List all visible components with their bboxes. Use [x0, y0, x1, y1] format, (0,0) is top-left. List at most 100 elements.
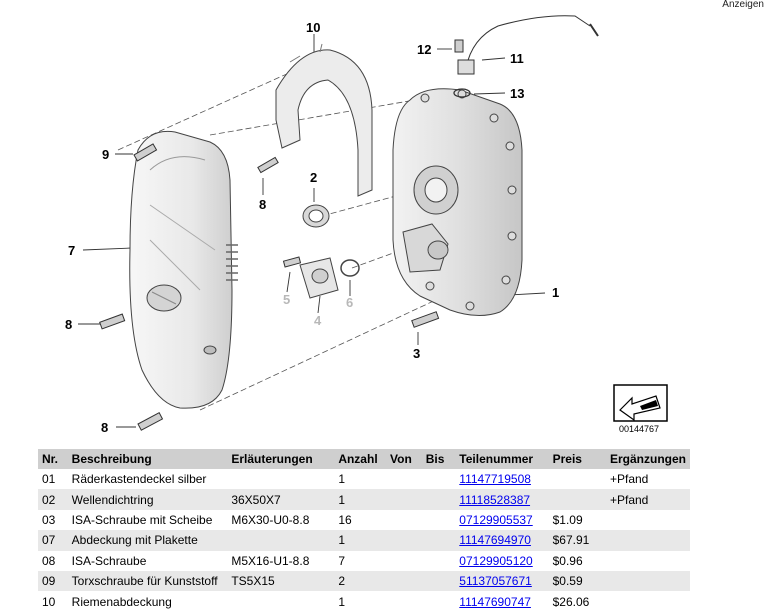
- header-from: Von: [386, 449, 422, 469]
- row-notes: M6X30-U0-8.8: [231, 512, 310, 527]
- table-row: 08 ISA-Schraube M5X16-U1-8.8 7 071299051…: [38, 551, 690, 571]
- callout-10: 10: [306, 20, 320, 35]
- row-price: $1.09: [552, 512, 583, 527]
- part-number-link[interactable]: 11147719508: [459, 472, 531, 487]
- row-notes: [227, 469, 334, 489]
- row-price: $0.96: [552, 553, 583, 568]
- row-quantity: 1: [334, 530, 387, 551]
- row-description: Torxschraube für Kunststoff: [67, 570, 228, 592]
- header-nr: Nr.: [38, 449, 68, 469]
- part-number-link[interactable]: 11118528387: [459, 492, 531, 507]
- callout-4: 4: [314, 313, 322, 328]
- view-direction-icon: [613, 384, 668, 422]
- row-nr: 02: [38, 489, 68, 510]
- row-price: $26.06: [552, 594, 590, 609]
- row-quantity: 16: [338, 512, 352, 527]
- cover-part: [129, 130, 238, 409]
- belt-guard-part: [275, 43, 373, 197]
- row-price: [549, 469, 606, 489]
- callout-13: 13: [510, 86, 524, 101]
- part-number-link[interactable]: 11147690747: [459, 594, 531, 609]
- row-supplements: [605, 570, 690, 592]
- row-price: $0.59: [548, 570, 606, 592]
- row-price: $67.91: [548, 530, 606, 551]
- row-part-number: 11118528387: [455, 489, 549, 510]
- row-from: [386, 570, 422, 592]
- row-supplements: +Pfand: [609, 472, 649, 487]
- callout-5: 5: [283, 292, 290, 307]
- part-number-link[interactable]: 51137057671: [459, 574, 532, 589]
- table-row: 07 Abdeckung mit Plakette 1 11147694970 …: [38, 530, 690, 551]
- callout-12: 12: [417, 42, 431, 57]
- row-part-number: 51137057671: [455, 570, 549, 592]
- header-description: Beschreibung: [67, 449, 228, 469]
- row-supplements: [606, 510, 690, 530]
- row-notes: [227, 591, 334, 611]
- table-row: 01 Räderkastendeckel silber 1 1114771950…: [38, 469, 690, 489]
- row-from: [386, 591, 422, 611]
- callout-8-lower: 8: [101, 420, 108, 435]
- row-from: [386, 489, 422, 510]
- table-header-row: Nr. Beschreibung Erläuterungen Anzahl Vo…: [38, 449, 690, 469]
- table-row: 10 Riemenabdeckung 1 11147690747 $26.06: [38, 591, 690, 611]
- row-nr: 07: [38, 530, 68, 551]
- cover-plate-part: [299, 257, 339, 299]
- callout-1: 1: [552, 285, 559, 300]
- row-nr: 01: [42, 472, 56, 487]
- row-to: [422, 551, 456, 571]
- row-to: [421, 489, 456, 510]
- row-part-number: 07129905120: [455, 551, 548, 571]
- header-quantity: Anzahl: [334, 449, 387, 469]
- part-number-link[interactable]: 11147694970: [459, 533, 531, 548]
- table-row: 09 Torxschraube für Kunststoff TS5X15 2 …: [38, 570, 690, 592]
- part-number-link[interactable]: 07129905120: [459, 553, 533, 568]
- row-notes: 36X50X7: [227, 489, 335, 510]
- row-part-number: 11147719508: [455, 469, 548, 489]
- row-description: Räderkastendeckel silber: [71, 472, 207, 487]
- row-from: [386, 551, 422, 571]
- row-supplements: +Pfand: [605, 489, 690, 510]
- row-description: ISA-Schraube mit Scheibe: [71, 512, 213, 527]
- row-quantity: 2: [334, 570, 387, 592]
- row-quantity: 7: [338, 553, 345, 568]
- sensor-part: [457, 15, 599, 75]
- parts-table: Nr. Beschreibung Erläuterungen Anzahl Vo…: [38, 449, 690, 612]
- row-supplements: [606, 591, 690, 611]
- image-code: 00144767: [619, 424, 659, 434]
- callout-8-upper: 8: [259, 197, 266, 212]
- shaft-seal-part: [302, 204, 330, 228]
- table-row: 03 ISA-Schraube mit Scheibe M6X30-U0-8.8…: [38, 510, 690, 530]
- screws: [99, 39, 464, 431]
- callout-11: 11: [510, 51, 524, 66]
- header-part-number: Teilenummer: [455, 449, 549, 469]
- row-to: [421, 570, 456, 592]
- row-to: [422, 510, 456, 530]
- header-price: Preis: [548, 449, 606, 469]
- row-to: [421, 530, 456, 551]
- row-description: Wellendichtring: [67, 489, 228, 510]
- header-notes: Erläuterungen: [227, 449, 335, 469]
- callout-3: 3: [413, 346, 420, 361]
- row-part-number: 11147694970: [455, 530, 549, 551]
- header-to: Bis: [421, 449, 456, 469]
- row-nr: 08: [42, 553, 56, 568]
- row-description: Abdeckung mit Plakette: [67, 530, 228, 551]
- row-notes: TS5X15: [227, 570, 335, 592]
- row-from: [386, 530, 422, 551]
- row-supplements: [605, 530, 690, 551]
- row-quantity: 1: [338, 472, 345, 487]
- row-from: [386, 510, 422, 530]
- part-number-link[interactable]: 07129905537: [459, 512, 533, 527]
- row-part-number: 11147690747: [455, 591, 548, 611]
- row-notes: [227, 530, 335, 551]
- row-to: [422, 469, 456, 489]
- row-part-number: 07129905537: [455, 510, 548, 530]
- callout-8-middle: 8: [65, 317, 72, 332]
- ads-label: Anzeigen: [722, 0, 764, 10]
- row-price: [548, 489, 606, 510]
- o-ring-part: [340, 259, 360, 277]
- row-notes: M5X16-U1-8.8: [231, 553, 310, 568]
- row-to: [422, 591, 456, 611]
- table-row: 02 Wellendichtring 36X50X7 1 11118528387…: [38, 489, 690, 510]
- row-description: Riemenabdeckung: [71, 594, 172, 609]
